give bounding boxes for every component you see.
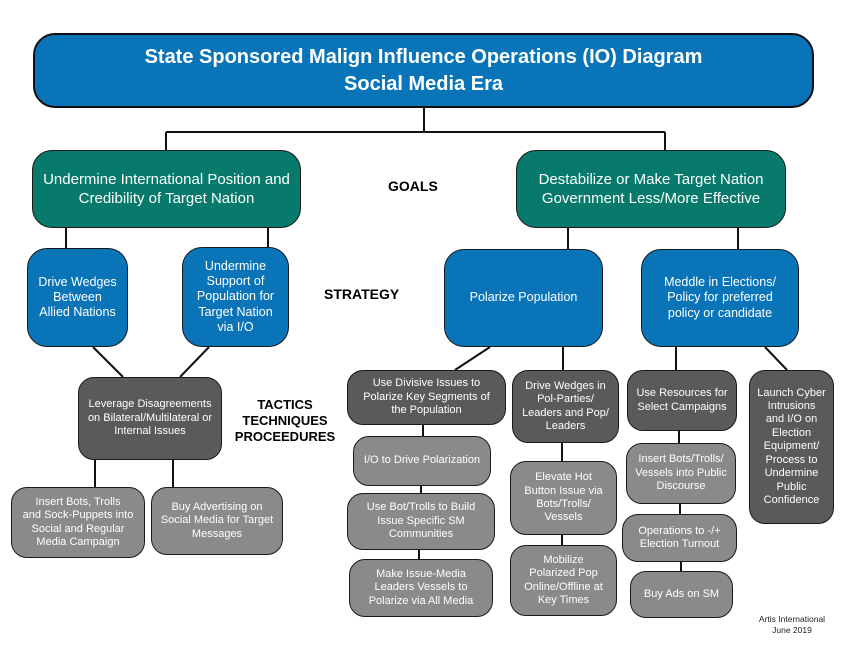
credit-organization: Artis International <box>758 614 826 624</box>
tactic-box-use-resources: Use Resources for Select Campaigns <box>627 370 737 431</box>
level-label-goals: GOALS <box>388 178 438 194</box>
tactic-box-leverage-disagreements: Leverage Disagreements on Bilateral/Mult… <box>78 377 222 460</box>
technique-box-elevate-hot-button: Elevate Hot Button Issue via Bots/Trolls… <box>510 461 617 535</box>
connector-strat1-tac1 <box>92 346 124 378</box>
connector-strat3-tac2 <box>454 346 491 371</box>
technique-box-insert-bots-public-discourse: Insert Bots/Trolls/ Vessels into Public … <box>626 443 736 504</box>
connector-strat2-tac1 <box>179 346 210 378</box>
credit-block: Artis International June 2019 <box>752 614 832 636</box>
strategy-text: Meddle in Elections/ Policy for preferre… <box>664 275 776 320</box>
technique-box-mobilize-polarized-pop: Mobilize Polarized Pop Online/Offline at… <box>510 545 617 616</box>
technique-text: Operations to -/+ Election Turnout <box>638 524 721 550</box>
technique-box-insert-bots-sock-puppets: Insert Bots, Trolls and Sock-Puppets int… <box>11 487 145 558</box>
strategy-box-undermine-support: Undermine Support of Population for Targ… <box>182 247 289 347</box>
technique-text: Insert Bots/Trolls/ Vessels into Public … <box>635 453 727 493</box>
strategy-box-meddle-elections: Meddle in Elections/ Policy for preferre… <box>641 249 799 347</box>
technique-text: Buy Ads on SM <box>643 587 720 600</box>
technique-box-media-leaders-vessels: Make Issue-Media Leaders Vessels to Pola… <box>349 559 493 617</box>
connector-strat4-tac5 <box>764 346 788 371</box>
technique-text: Make Issue-Media Leaders Vessels to Pola… <box>368 567 474 607</box>
technique-box-build-sm-communities: Use Bot/Trolls to Build Issue Specific S… <box>347 493 495 550</box>
goal-text: Undermine International Position and Cre… <box>43 170 290 208</box>
technique-text: I/O to Drive Polarization <box>363 454 481 467</box>
strategy-text: Undermine Support of Population for Targ… <box>196 258 275 334</box>
tactic-box-divisive-issues: Use Divisive Issues to Polarize Key Segm… <box>347 370 506 425</box>
technique-box-election-turnout: Operations to -/+ Election Turnout <box>622 514 737 562</box>
tactic-text: Leverage Disagreements on Bilateral/Mult… <box>87 398 213 438</box>
diagram-title-box: State Sponsored Malign Influence Operati… <box>33 33 814 108</box>
level-label-strategy: STRATEGY <box>324 286 400 302</box>
technique-box-buy-advertising: Buy Advertising on Social Media for Targ… <box>151 487 283 555</box>
strategy-text: Drive Wedges Between Allied Nations <box>38 274 117 320</box>
technique-box-buy-ads-sm: Buy Ads on SM <box>630 571 733 618</box>
technique-text: Mobilize Polarized Pop Online/Offline at… <box>524 553 603 606</box>
tactic-text: Use Resources for Select Campaigns <box>636 387 728 413</box>
tactic-box-drive-wedges-parties: Drive Wedges in Pol-Parties/ Leaders and… <box>512 370 619 443</box>
credit-date: June 2019 <box>772 625 812 636</box>
technique-text: Elevate Hot Button Issue via Bots/Trolls… <box>524 471 603 524</box>
diagram-subtitle: Social Media Era <box>344 72 503 95</box>
diagram-title: State Sponsored Malign Influence Operati… <box>144 46 703 69</box>
strategy-box-polarize: Polarize Population <box>444 249 603 347</box>
technique-text: Use Bot/Trolls to Build Issue Specific S… <box>366 501 476 541</box>
tactic-text: Drive Wedges in Pol-Parties/ Leaders and… <box>522 379 609 432</box>
goal-box-international: Undermine International Position and Cre… <box>32 150 301 228</box>
technique-text: Buy Advertising on Social Media for Targ… <box>160 500 274 540</box>
goal-text: Destabilize or Make Target Nation Govern… <box>538 170 764 208</box>
technique-text: Insert Bots, Trolls and Sock-Puppets int… <box>22 495 134 548</box>
tactic-text: Launch Cyber Intrusions and I/O on Elect… <box>757 386 826 506</box>
strategy-text: Polarize Population <box>469 290 578 305</box>
goal-box-destabilize: Destabilize or Make Target Nation Govern… <box>516 150 786 228</box>
technique-box-io-polarization: I/O to Drive Polarization <box>353 436 491 486</box>
strategy-box-drive-wedges: Drive Wedges Between Allied Nations <box>27 248 128 347</box>
tactic-box-cyber-intrusions: Launch Cyber Intrusions and I/O on Elect… <box>749 370 834 524</box>
tactic-text: Use Divisive Issues to Polarize Key Segm… <box>363 377 490 417</box>
level-label-ttp: TACTICS TECHNIQUES PROCEEDURES <box>234 397 336 444</box>
